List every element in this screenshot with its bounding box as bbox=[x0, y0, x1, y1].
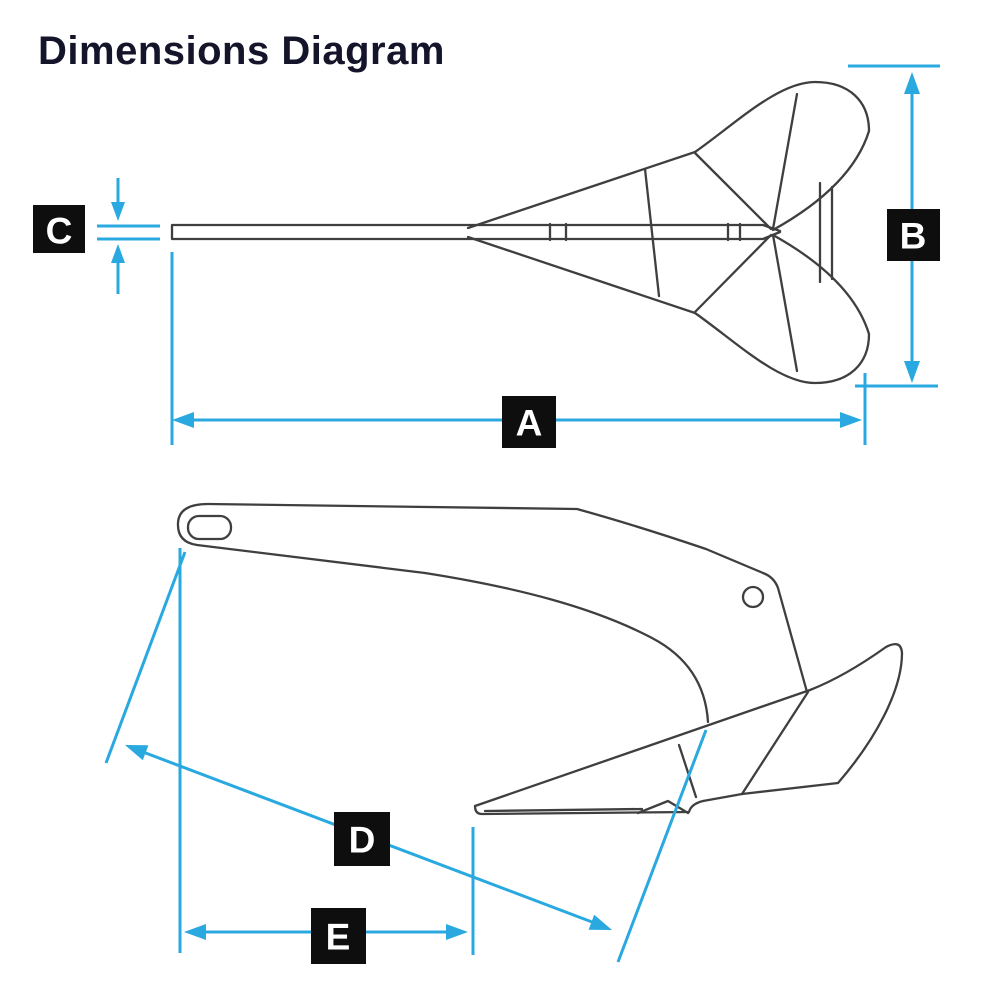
side-view-shackle-slot bbox=[186, 514, 233, 541]
dim-c-arrowhead-down bbox=[111, 202, 125, 221]
dimension-b: B bbox=[848, 64, 940, 388]
side-view-shank-hole bbox=[741, 585, 765, 609]
side-view-shank bbox=[176, 502, 809, 724]
dim-c-arrowhead-up bbox=[111, 244, 125, 263]
dim-d-label-box bbox=[334, 812, 390, 866]
dim-a-label-box bbox=[502, 396, 556, 448]
dim-e-label: E bbox=[326, 917, 351, 958]
top-view-fluke-upper bbox=[466, 80, 871, 232]
anchor-side-view bbox=[176, 502, 904, 816]
dim-b-extension-lines bbox=[848, 64, 940, 388]
side-view-fold-lines bbox=[483, 690, 810, 815]
dim-d-label: D bbox=[349, 820, 376, 861]
dim-d-extension-lines bbox=[104, 548, 708, 963]
dimension-a: A bbox=[170, 252, 867, 448]
dimension-d: D bbox=[104, 548, 708, 963]
top-view-fluke-lower bbox=[466, 233, 871, 385]
top-view-fold-lines bbox=[643, 92, 799, 373]
page-title: Dimensions Diagram bbox=[38, 29, 445, 73]
dim-b-arrowhead-up bbox=[904, 72, 920, 94]
dim-b-arrowhead-down bbox=[904, 361, 920, 383]
dim-a-label: A bbox=[516, 403, 543, 444]
dim-b-label: B bbox=[900, 216, 927, 257]
dim-d-arrowhead-left bbox=[125, 745, 149, 761]
dim-e-arrowhead-right bbox=[446, 924, 468, 940]
dimension-c: C bbox=[33, 178, 160, 294]
dim-e-label-box bbox=[311, 908, 366, 964]
dim-d-arrowhead-right bbox=[588, 914, 612, 930]
dim-a-arrowhead-left bbox=[172, 412, 194, 428]
top-view-shank bbox=[170, 223, 782, 241]
side-view-fluke bbox=[473, 642, 904, 816]
dim-c-label-box bbox=[33, 205, 85, 253]
dim-c-label: C bbox=[46, 211, 73, 252]
top-view-shank-ticks bbox=[548, 222, 742, 242]
dim-b-label-box bbox=[887, 209, 940, 261]
top-view-fluke-rear-edge bbox=[818, 181, 834, 284]
dim-a-arrowhead-right bbox=[840, 412, 862, 428]
dim-e-arrowhead-left bbox=[184, 924, 206, 940]
anchor-top-view bbox=[170, 80, 871, 385]
dim-c-extension-lines bbox=[97, 224, 160, 241]
dimension-e: E bbox=[184, 827, 475, 964]
